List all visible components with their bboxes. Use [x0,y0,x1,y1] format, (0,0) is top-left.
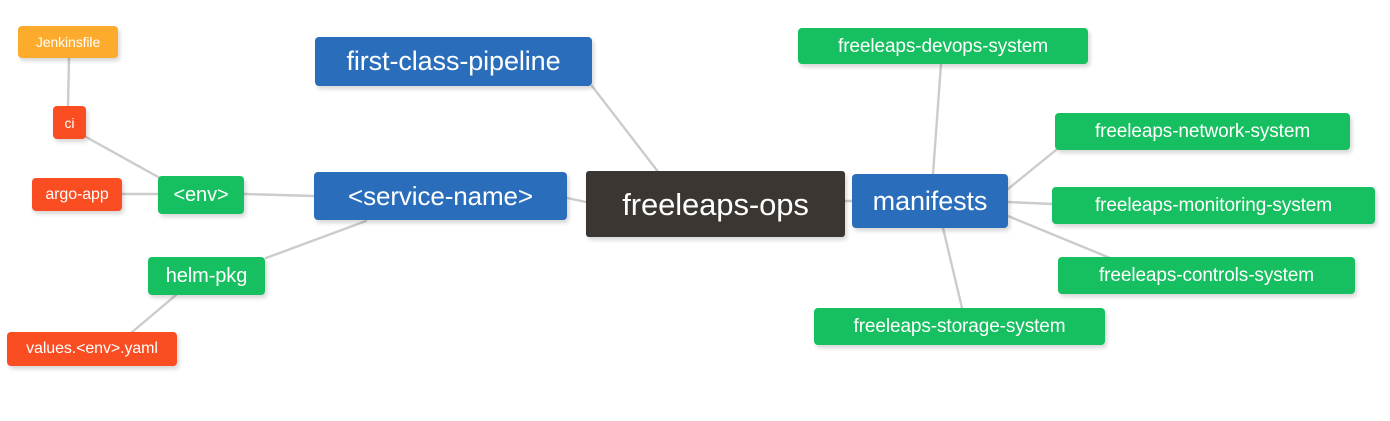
node-label: freeleaps-ops [622,186,809,222]
node-label: first-class-pipeline [346,46,561,76]
node-ci[interactable]: ci [53,106,86,139]
node-label: freeleaps-storage-system [853,316,1066,337]
edge-manifests-devops-system [931,62,943,176]
node-helm-pkg[interactable]: helm-pkg [148,257,265,295]
edge-service-name-helm-pkg [264,219,368,260]
edge-ci-jenkinsfile [66,56,71,109]
edge-service-name-env [243,192,316,198]
node-freeleaps-storage-system[interactable]: freeleaps-storage-system [814,308,1105,345]
node-label: helm-pkg [165,265,248,287]
node-label: <service-name> [347,181,534,211]
node-label: <env> [173,184,229,206]
node-label: freeleaps-devops-system [838,35,1048,57]
node-freeleaps-devops-system[interactable]: freeleaps-devops-system [798,28,1088,64]
edge-root-service-name [565,196,588,204]
node-root-freeleaps-ops[interactable]: freeleaps-ops [586,171,845,237]
node-freeleaps-network-system[interactable]: freeleaps-network-system [1055,113,1350,150]
edge-env-ci [84,135,162,180]
node-label: argo-app [45,185,109,203]
edge-manifests-network-system [1006,148,1058,191]
node-label: freeleaps-monitoring-system [1095,195,1332,216]
edge-manifests-monitoring-system [1006,200,1054,206]
node-first-class-pipeline[interactable]: first-class-pipeline [315,37,592,86]
node-label: manifests [872,185,988,216]
node-env[interactable]: <env> [158,176,244,214]
node-label: freeleaps-network-system [1094,121,1311,142]
node-label: ci [64,114,75,131]
edge-root-first-class-pipeline [590,84,661,175]
node-service-name[interactable]: <service-name> [314,172,567,220]
edge-helm-pkg-values-yaml [129,293,178,335]
node-manifests[interactable]: manifests [852,174,1008,228]
node-argo-app[interactable]: argo-app [32,178,122,211]
node-freeleaps-monitoring-system[interactable]: freeleaps-monitoring-system [1052,187,1375,224]
node-values-yaml[interactable]: values.<env>.yaml [7,332,177,366]
node-jenkinsfile[interactable]: Jenkinsfile [18,26,118,58]
node-label: Jenkinsfile [35,34,101,50]
edge-manifests-storage-system [941,226,964,310]
node-freeleaps-controls-system[interactable]: freeleaps-controls-system [1058,257,1355,294]
node-label: freeleaps-controls-system [1098,265,1315,286]
node-label: values.<env>.yaml [26,340,158,357]
